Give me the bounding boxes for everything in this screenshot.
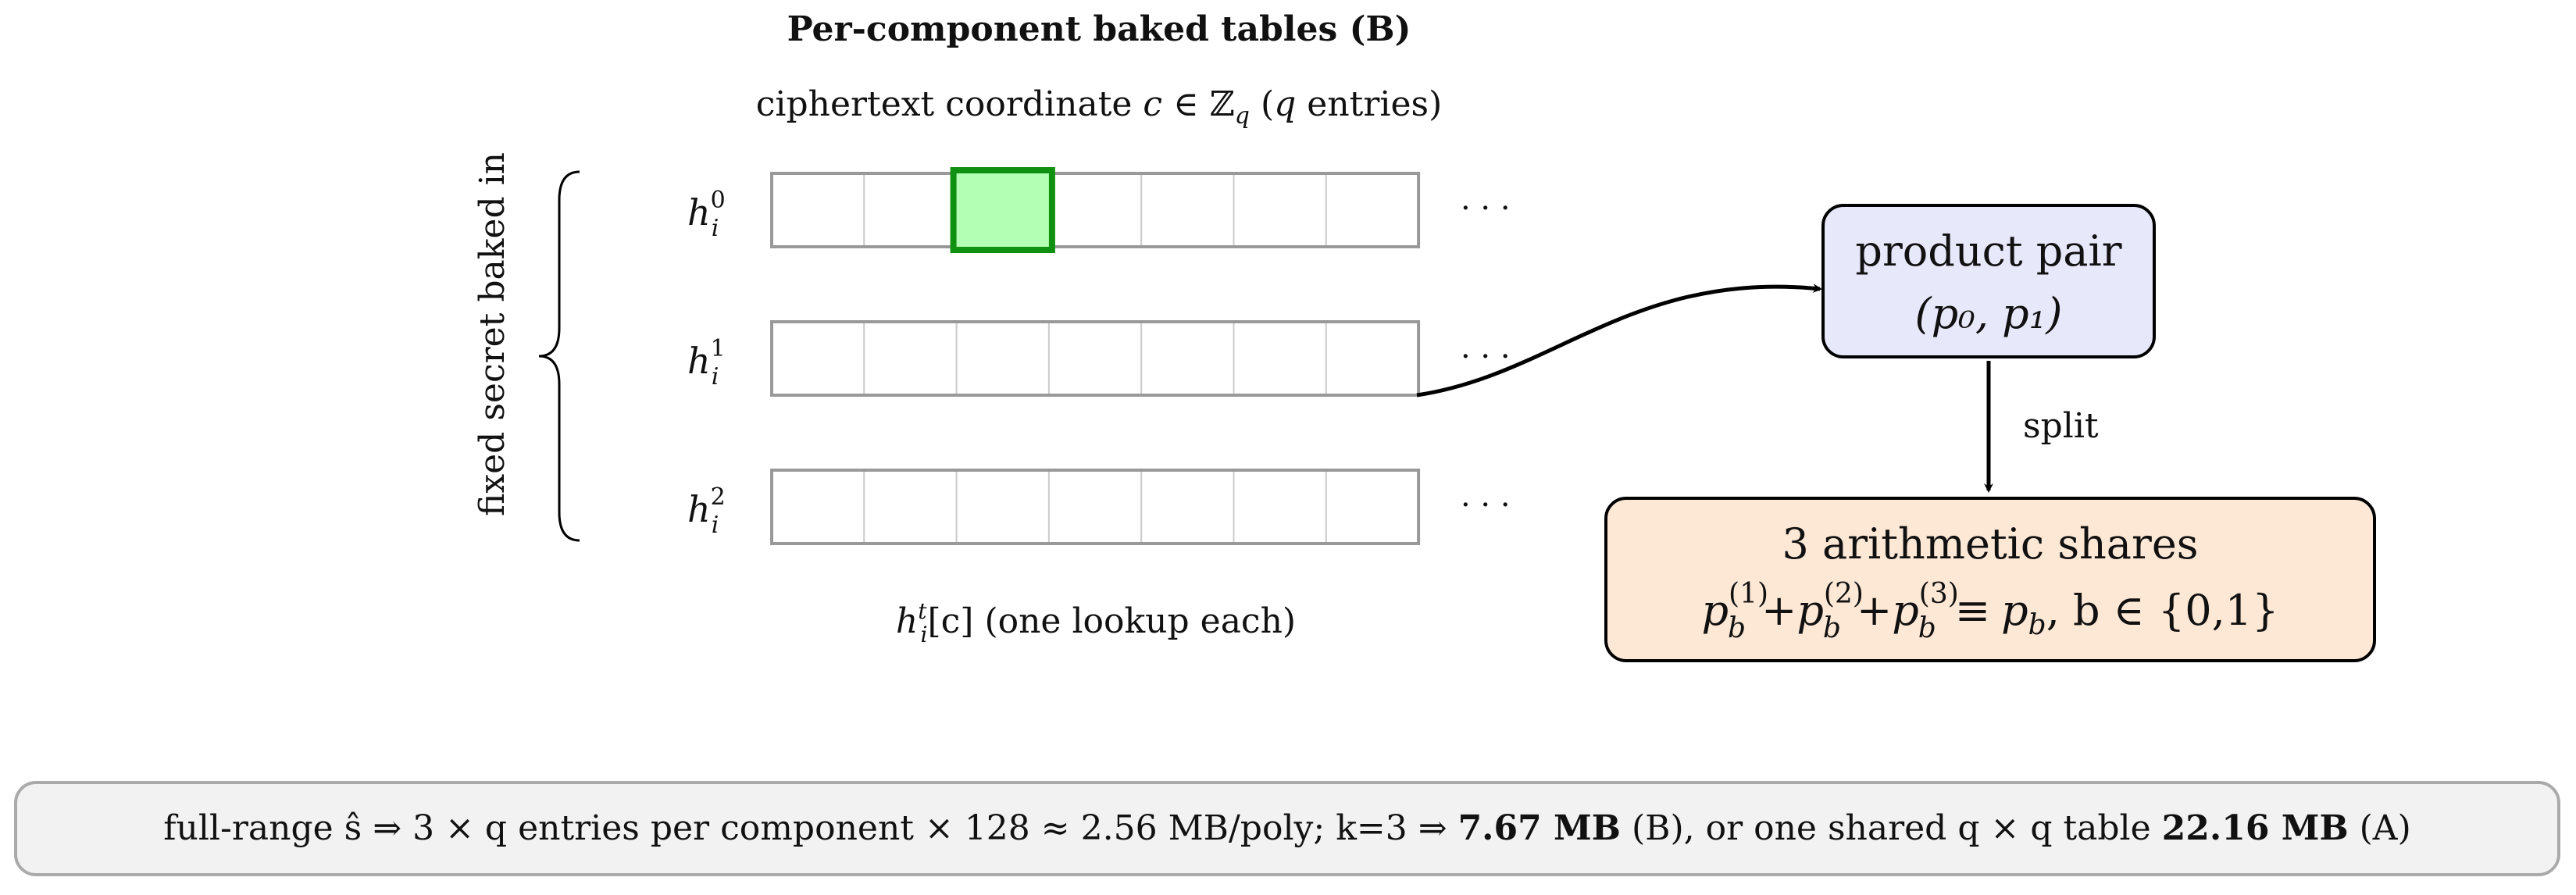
table-cell (863, 321, 958, 396)
shares-equation: p(1)b+p(2)b+p(3)b≡pb, b ∈ {0,1} (1701, 578, 2278, 644)
table-row-border (770, 172, 1421, 248)
table-cell (955, 321, 1050, 396)
row-ellipsis: · · · (1461, 487, 1511, 523)
table-cell (1140, 469, 1235, 544)
table-cell (1233, 469, 1327, 544)
product-pair-value: (p₀, p₁) (1915, 289, 2063, 338)
table-cell (771, 321, 865, 396)
table-row-border (770, 469, 1421, 545)
arrow-to-product (1416, 283, 1822, 398)
table-cell (955, 469, 1050, 544)
row-ellipsis: · · · (1461, 339, 1511, 375)
table-cell (863, 173, 958, 248)
footer-text: full-range ŝ ⇒ 3 × q entries per compone… (163, 808, 2411, 848)
table-cell (1233, 173, 1327, 248)
table-cell (1047, 321, 1143, 396)
diagram-subtitle: ciphertext coordinate c ∈ ℤq (q entries) (756, 84, 1443, 130)
left-brace (538, 170, 580, 542)
table-cell (1140, 173, 1235, 248)
footer-summary: full-range ŝ ⇒ 3 × q entries per compone… (14, 781, 2560, 876)
table-cell (863, 469, 958, 544)
row-ellipsis: · · · (1461, 191, 1511, 226)
shares-title: 3 arithmetic shares (1782, 519, 2199, 569)
arithmetic-shares-box: 3 arithmetic shares p(1)b+p(2)b+p(3)b≡pb… (1604, 497, 2376, 662)
table-cell (1325, 469, 1420, 544)
table-cell (1325, 173, 1420, 248)
table-cell (771, 173, 865, 248)
highlighted-cell (950, 167, 1055, 253)
product-pair-box: product pair (p₀, p₁) (1821, 204, 2156, 358)
table-cell (771, 469, 865, 544)
table-cell (1325, 321, 1420, 396)
diagram-title: Per-component baked tables (B) (787, 9, 1411, 49)
table-row-border (770, 320, 1421, 397)
table-cell (1233, 321, 1327, 396)
table-cell (1047, 173, 1143, 248)
brace-label: fixed secret baked in (473, 152, 512, 516)
table-cell (1047, 469, 1143, 544)
split-label: split (2023, 406, 2099, 446)
table-cell (1140, 321, 1235, 396)
product-title: product pair (1855, 226, 2121, 276)
